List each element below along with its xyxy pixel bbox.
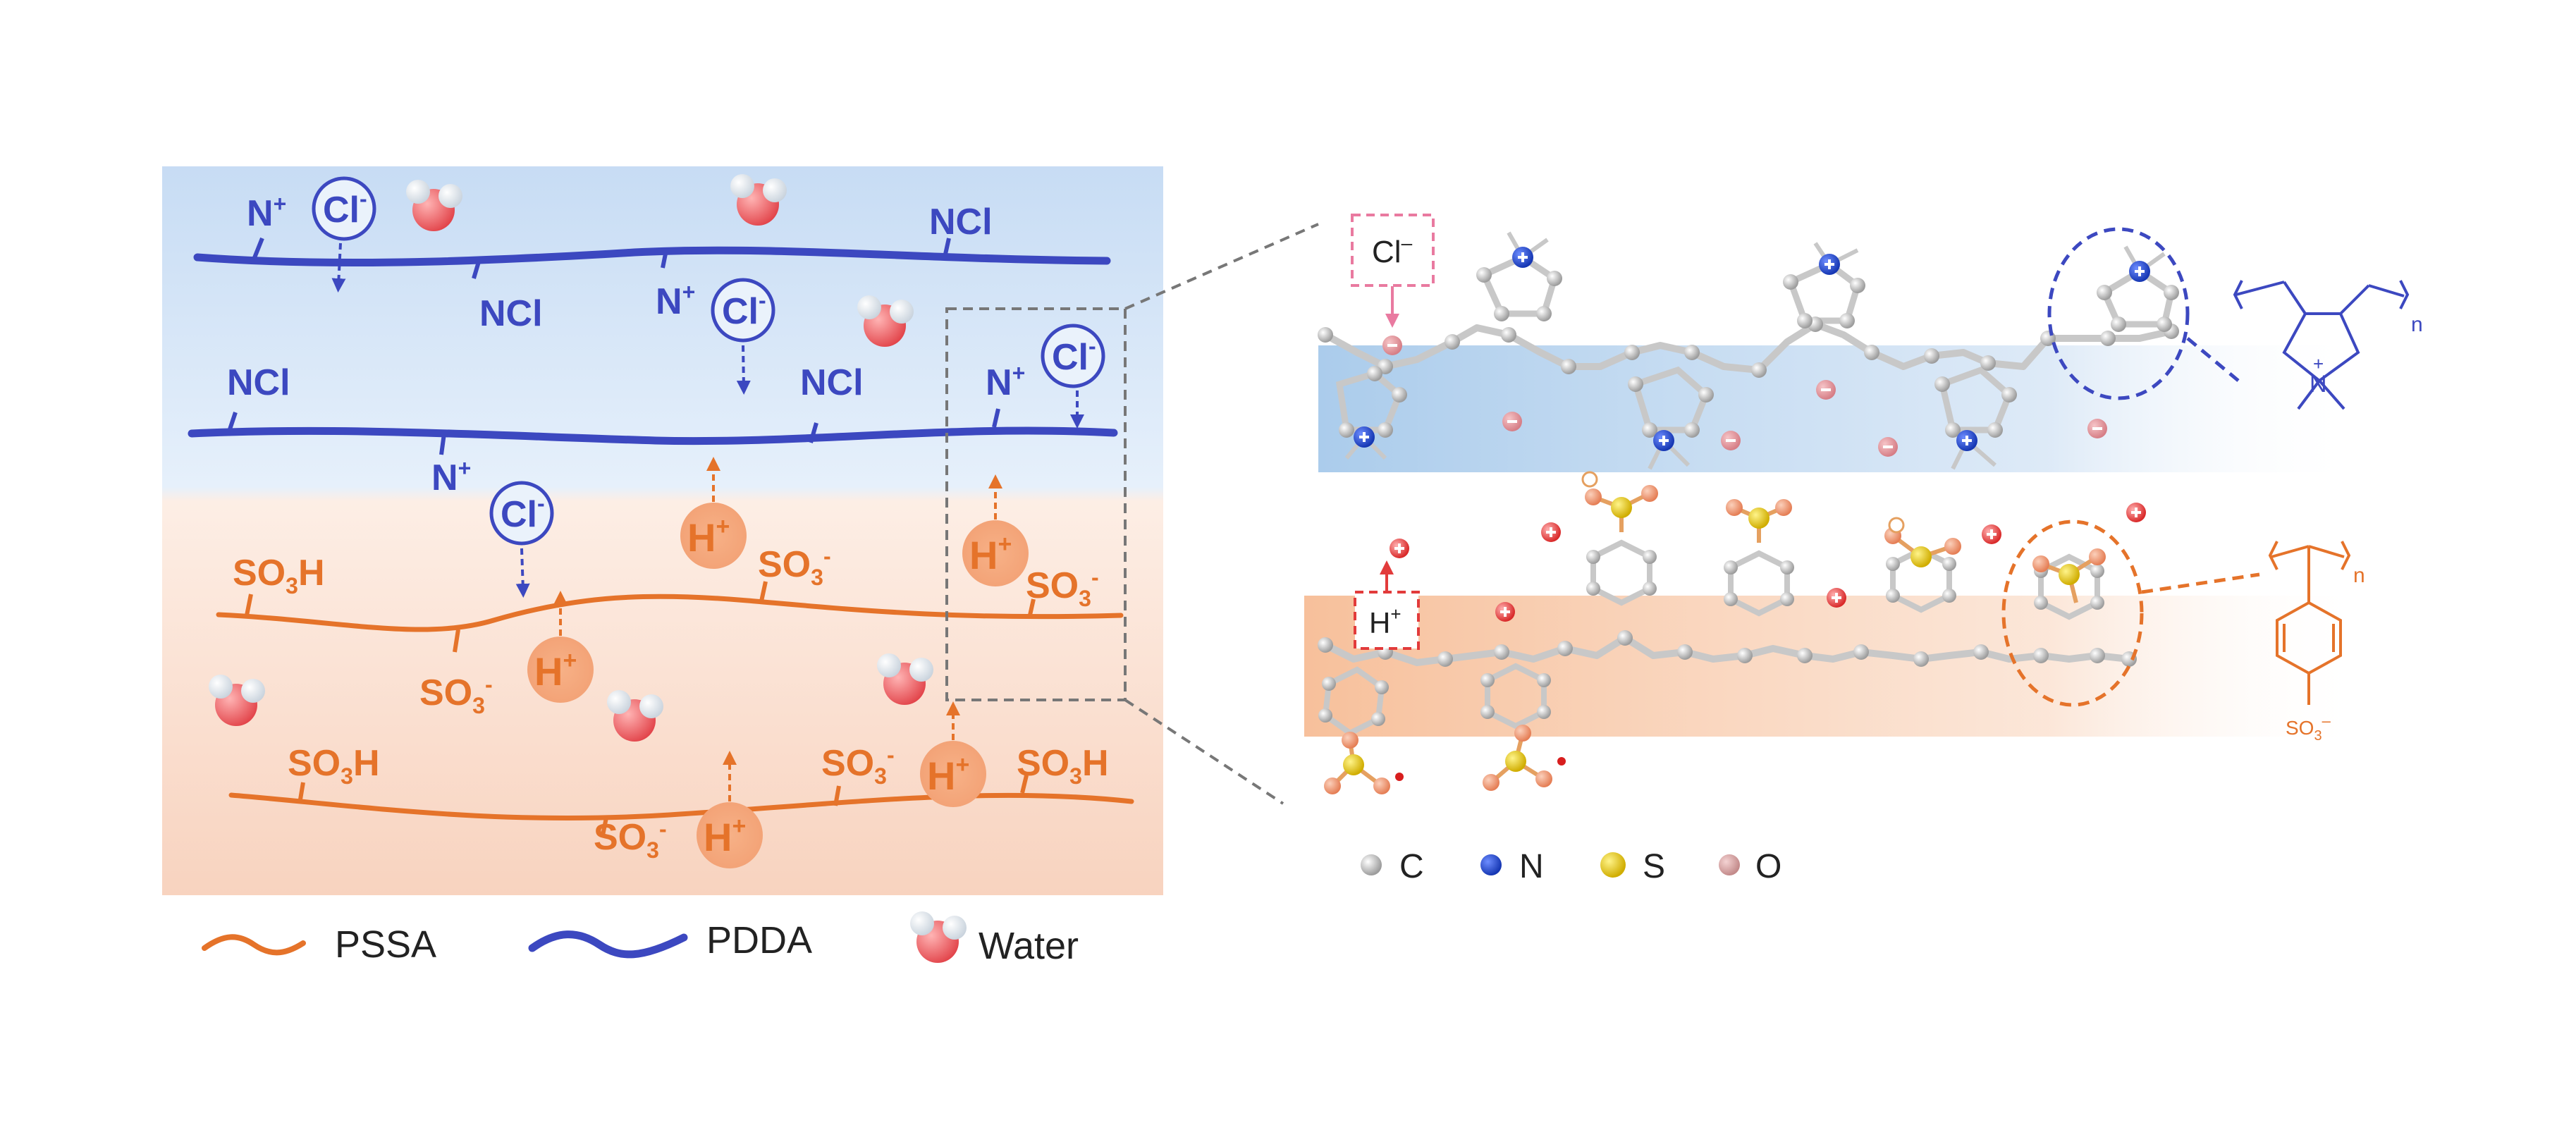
svg-text:Cl-: Cl- xyxy=(1052,333,1096,378)
svg-text:C: C xyxy=(1399,848,1424,885)
n-plus-label: N+ xyxy=(247,191,286,234)
pssa-repeat-unit-highlight xyxy=(2001,520,2144,707)
legend-label-pssa: PSSA xyxy=(335,923,436,966)
svg-text:Cl-: Cl- xyxy=(323,186,367,230)
cl-ion: Cl- xyxy=(312,176,376,293)
h-ion: H+ xyxy=(920,701,986,807)
ncl-label: NCl xyxy=(227,362,290,403)
zoom-region-box xyxy=(945,307,1127,701)
pdda-chain-2 xyxy=(188,426,1118,445)
carbon-atoms xyxy=(1318,550,2137,726)
so3-minus-label: SO3- xyxy=(419,672,493,718)
svg-text:H+: H+ xyxy=(534,647,577,694)
nitrogen-atoms xyxy=(1344,231,2166,470)
pdda-repeat-unit-highlight xyxy=(2047,227,2190,400)
svg-text:Cl-: Cl- xyxy=(501,491,545,535)
svg-text:N+: N+ xyxy=(431,455,471,498)
so3-minus-label: SO3- xyxy=(1026,565,1099,611)
svg-text:H+: H+ xyxy=(704,813,746,859)
svg-text:H+: H+ xyxy=(969,531,1012,577)
h-ion-callout: H+ xyxy=(1354,560,1420,650)
h-ion: H+ xyxy=(680,457,747,569)
svg-text:N+: N+ xyxy=(986,360,1025,403)
n-plus-label: N+ xyxy=(431,455,471,498)
svg-text:H+: H+ xyxy=(1369,603,1402,639)
pdda-molecule xyxy=(1318,227,2240,470)
n-plus-label: N+ xyxy=(986,360,1025,403)
pssa-structural-formula xyxy=(2268,541,2351,705)
so3-minus-label: SO3- xyxy=(758,543,831,590)
legend-label-water: Water xyxy=(979,925,1079,967)
cl-ion-callout: Cl– xyxy=(1351,214,1435,328)
water-molecule-icon xyxy=(910,911,967,963)
legend: PSSA PDDA Water xyxy=(202,911,1079,967)
pssa-chain-2 xyxy=(228,792,1134,821)
pssa-band xyxy=(1304,596,2369,737)
pdda-band xyxy=(1318,345,2362,472)
legend-item-pdda: PDDA xyxy=(528,919,812,961)
h-ion: H+ xyxy=(697,751,763,868)
pssa-molecule xyxy=(1318,471,2260,794)
n-plus-label: N+ xyxy=(656,279,695,322)
sulfonate-groups xyxy=(1324,471,2106,794)
pssa-formula-sulfonate: SO3– xyxy=(2286,712,2331,744)
svg-text:Cl-: Cl- xyxy=(722,288,766,332)
svg-text:H+: H+ xyxy=(927,751,969,798)
svg-text:SO3-: SO3- xyxy=(594,816,667,863)
h-ion: H+ xyxy=(962,474,1029,586)
svg-text:SO3-: SO3- xyxy=(1026,565,1099,611)
ncl-label: NCl xyxy=(479,293,543,334)
svg-text:SO3H: SO3H xyxy=(288,743,380,789)
atom-legend-sulfur: S xyxy=(1600,848,1665,885)
legend-item-pssa: PSSA xyxy=(202,923,436,966)
legend-item-water: Water xyxy=(910,911,1079,967)
pssa-chain-1 xyxy=(216,594,1124,632)
so3-minus-label: SO3- xyxy=(594,816,667,863)
svg-text:O: O xyxy=(1755,848,1781,885)
cl-ion: Cl- xyxy=(711,278,775,395)
svg-text:N+: N+ xyxy=(656,279,695,322)
right-panel: Cl– + N n xyxy=(1304,214,2423,885)
ncl-label: NCl xyxy=(800,362,864,403)
svg-text:S: S xyxy=(1643,848,1665,885)
svg-text:SO3-: SO3- xyxy=(821,742,895,789)
pssa-swatch xyxy=(202,934,306,956)
svg-text:SO3H: SO3H xyxy=(233,553,325,598)
atom-legend-oxygen: O xyxy=(1719,848,1781,885)
legend-label-pdda: PDDA xyxy=(706,919,812,961)
pdda-formula-subscript: n xyxy=(2411,313,2423,336)
svg-text:N: N xyxy=(1519,848,1544,885)
left-panel: NCl NCl NCl NCl N+ N+ N+ N+ Cl- Cl- xyxy=(162,166,1163,895)
svg-text:Cl–: Cl– xyxy=(1372,232,1413,269)
h-ion: H+ xyxy=(527,591,594,703)
pdda-swatch xyxy=(528,930,688,959)
pdda-formula-charge: + xyxy=(2313,353,2324,374)
pdda-chain-1 xyxy=(193,246,1111,267)
so3h-label: SO3H xyxy=(1017,743,1109,789)
atom-legend-nitrogen: N xyxy=(1480,848,1544,885)
svg-text:SO3H: SO3H xyxy=(1017,743,1109,789)
svg-text:H+: H+ xyxy=(687,513,730,560)
so3h-label: SO3H xyxy=(288,743,380,789)
cl-ion: Cl- xyxy=(1041,324,1105,429)
svg-text:SO3-: SO3- xyxy=(758,543,831,590)
pdda-structural-formula xyxy=(2233,280,2410,410)
atom-legend: C N S O xyxy=(1361,848,1781,885)
so3h-label: SO3H xyxy=(233,553,325,598)
svg-text:N+: N+ xyxy=(247,191,286,234)
carbon-atoms xyxy=(1318,267,2179,438)
pdda-formula-nitrogen: N xyxy=(2310,371,2327,398)
ncl-label: NCl xyxy=(929,202,993,242)
atom-legend-carbon: C xyxy=(1361,848,1424,885)
svg-text:SO3-: SO3- xyxy=(419,672,493,718)
pssa-formula-subscript: n xyxy=(2353,564,2365,587)
cl-ion: Cl- xyxy=(489,481,554,598)
zoom-callout-lines xyxy=(1124,223,1319,805)
so3-minus-label: SO3- xyxy=(821,742,895,789)
